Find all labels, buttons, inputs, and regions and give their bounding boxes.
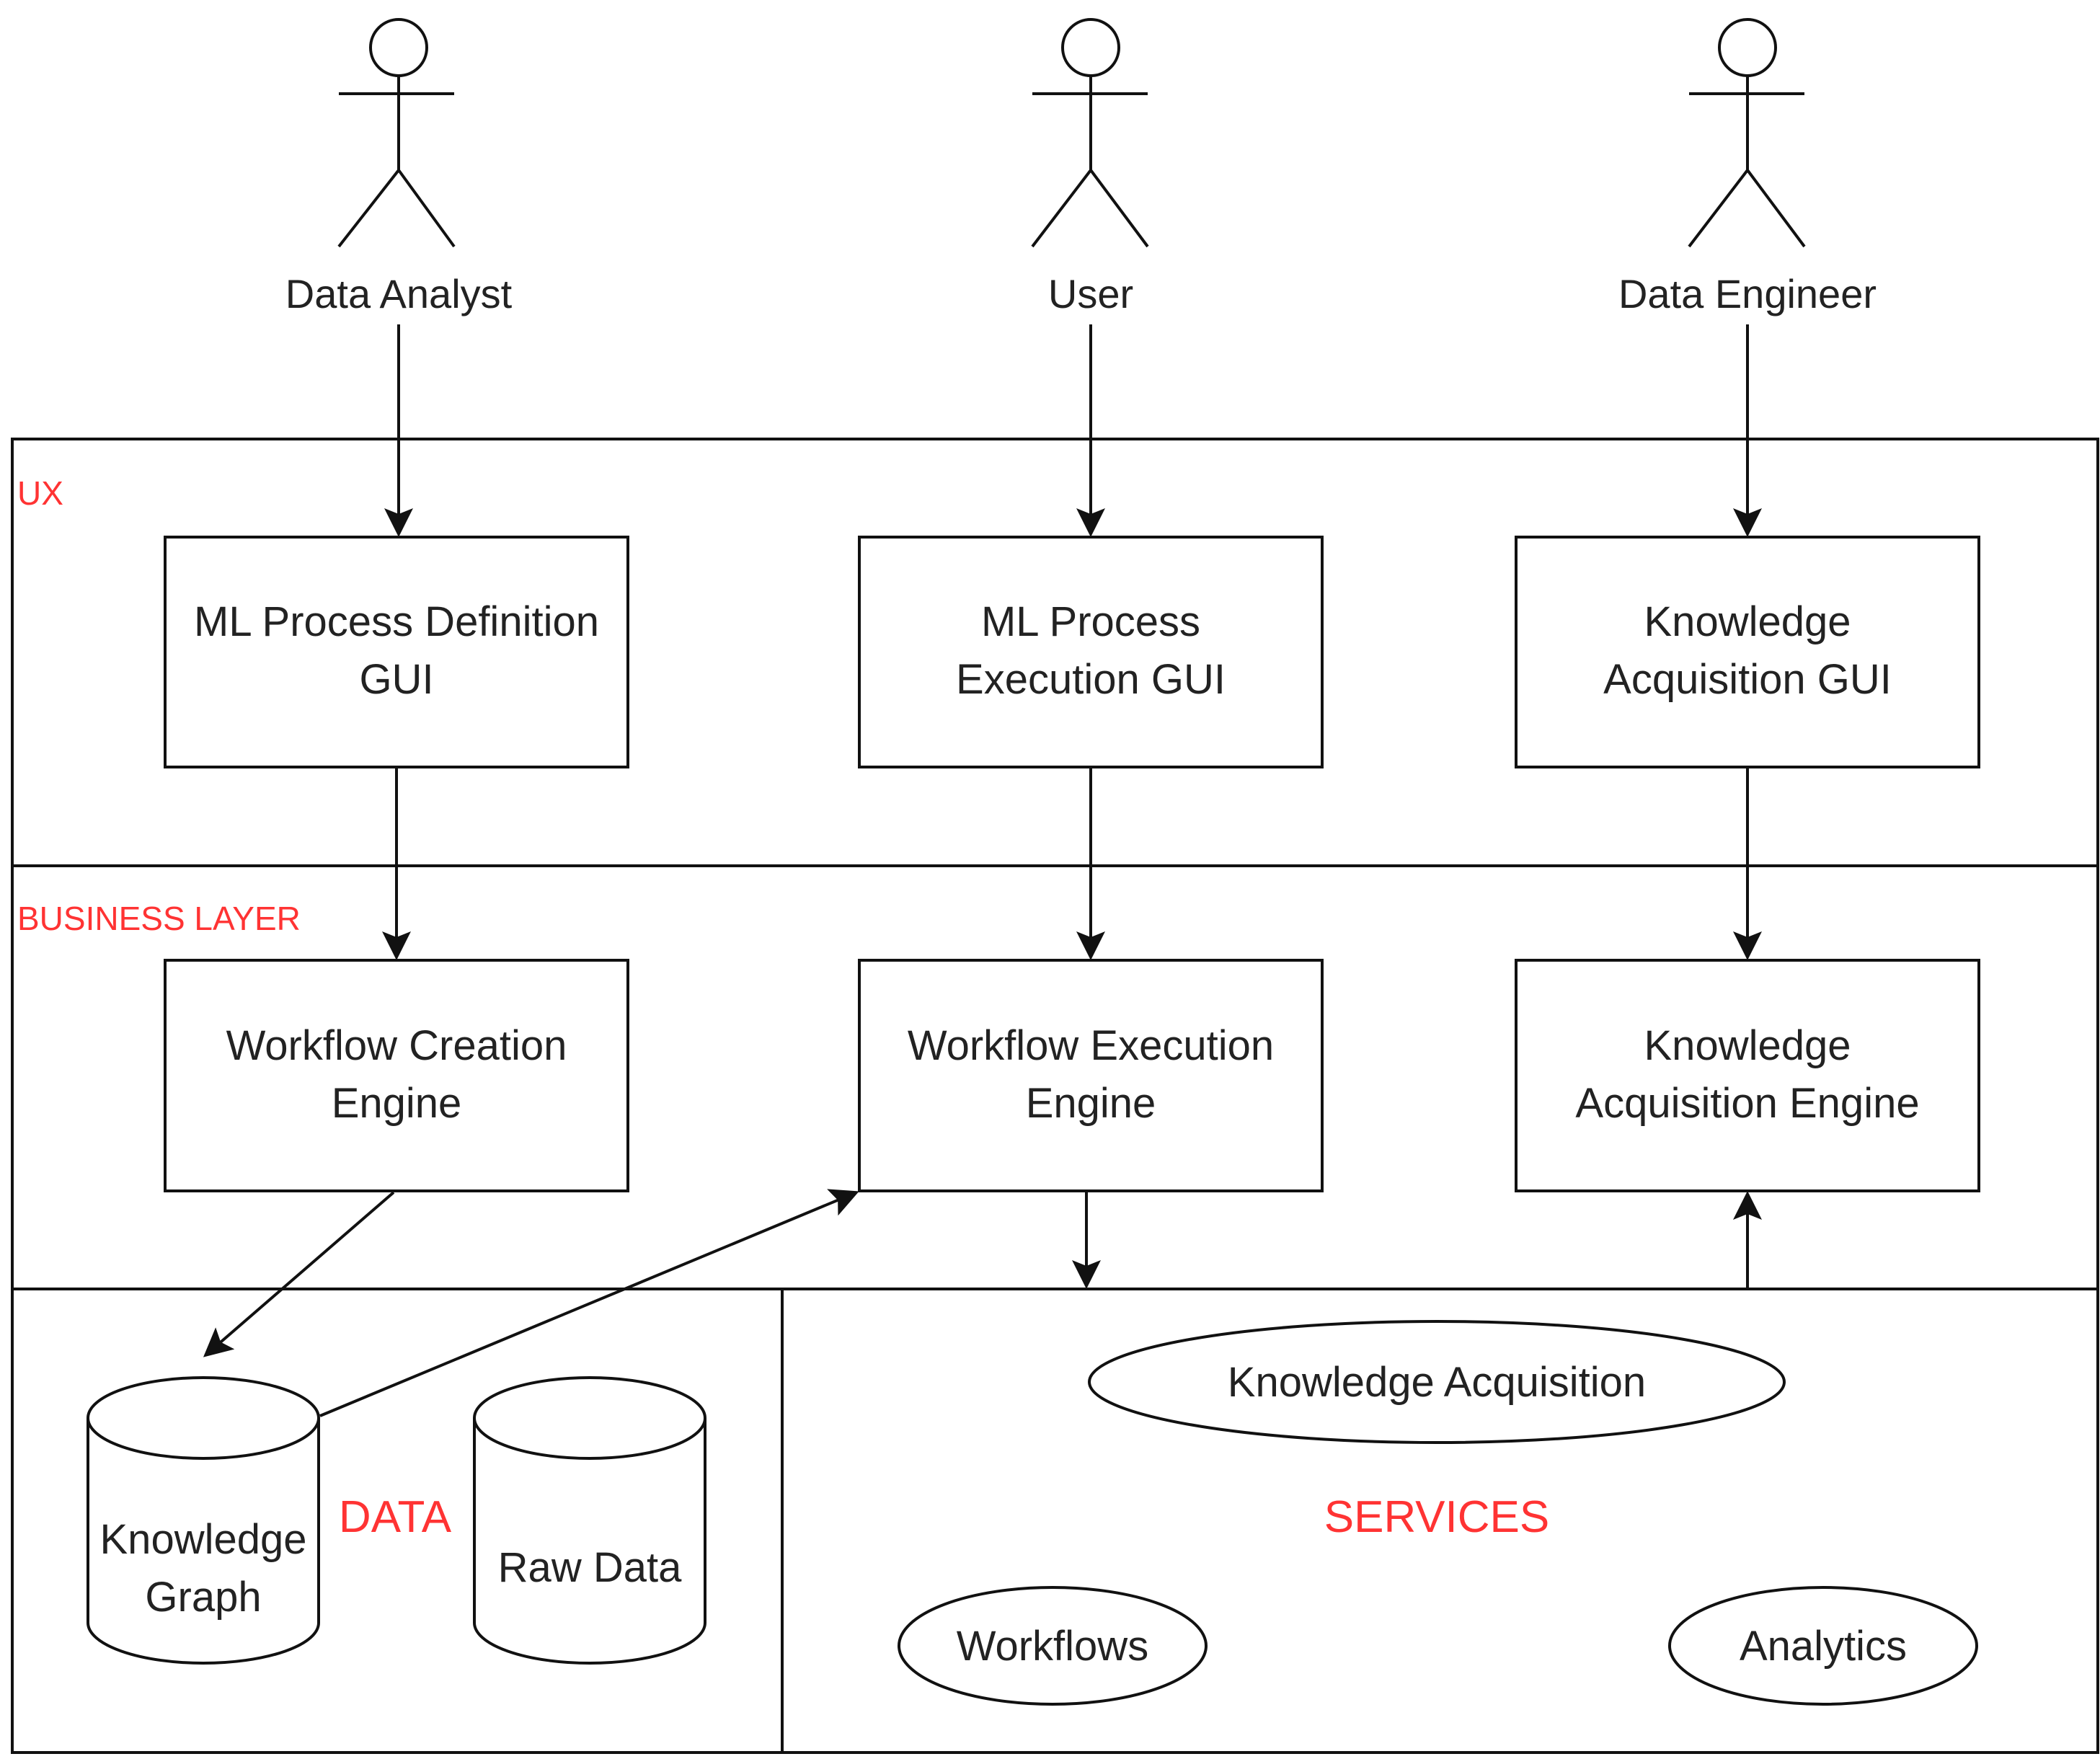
actor-data-analyst: Data Analyst [285,18,513,316]
actor-label-data-engineer: Data Engineer [1618,271,1877,316]
svg-text:Raw Data: Raw Data [498,1544,682,1591]
svg-text:Execution GUI: Execution GUI [956,656,1226,703]
data-layer-label: DATA [339,1492,452,1542]
svg-text:Graph: Graph [145,1574,261,1621]
ux-layer-label: UX [17,474,63,512]
actor-user: User [1031,18,1149,316]
svg-text:GUI: GUI [359,656,433,703]
svg-text:Workflows: Workflows [957,1623,1148,1670]
actor-head-icon [1061,18,1120,77]
svg-text:Workflow Creation: Workflow Creation [226,1022,567,1069]
actor-label-data-analyst: Data Analyst [285,271,513,316]
svg-text:Analytics: Analytics [1740,1623,1907,1670]
knowledge-acquisition-service: Knowledge Acquisition [1088,1320,1786,1444]
actor-head-icon [369,18,428,77]
knowledge-graph-cylinder: Knowledge Graph [87,1376,320,1665]
svg-text:Engine: Engine [1026,1080,1156,1127]
svg-text:Engine: Engine [332,1080,462,1127]
arrow-knowledge-graph-to-execution-engine [319,1189,859,1417]
workflow-execution-engine-box: Workflow Execution Engine [858,959,1324,1192]
workflows-service: Workflows [898,1586,1208,1706]
knowledge-acquisition-gui-box: Knowledge Acquisition GUI [1515,536,1980,768]
ml-process-definition-gui-box: ML Process Definition GUI [164,536,629,768]
svg-text:Knowledge: Knowledge [1644,1022,1851,1069]
svg-text:Acquisition Engine: Acquisition Engine [1575,1080,1919,1127]
svg-text:Knowledge: Knowledge [1644,598,1851,645]
svg-text:ML Process Definition: ML Process Definition [194,598,599,645]
actor-head-icon [1718,18,1777,77]
business-layer-label: BUSINESS LAYER [17,900,301,937]
svg-text:Knowledge: Knowledge [100,1516,307,1563]
actor-data-engineer: Data Engineer [1618,18,1877,316]
raw-data-cylinder: Raw Data [473,1376,706,1665]
svg-text:Workflow Execution: Workflow Execution [908,1022,1274,1069]
actor-label-user: User [1048,271,1133,316]
ml-process-execution-gui-box: ML Process Execution GUI [858,536,1324,768]
services-layer-frame [781,1288,2099,1754]
connectors [203,324,1762,1417]
analytics-service: Analytics [1668,1586,1978,1706]
svg-text:Acquisition GUI: Acquisition GUI [1603,656,1892,703]
services-layer-label: SERVICES [1324,1492,1549,1542]
svg-text:Knowledge Acquisition: Knowledge Acquisition [1228,1359,1646,1406]
knowledge-acquisition-engine-box: Knowledge Acquisition Engine [1515,959,1980,1192]
workflow-creation-engine-box: Workflow Creation Engine [164,959,629,1192]
arrow-creation-engine-to-knowledge-graph [203,1191,395,1357]
svg-text:ML Process: ML Process [981,598,1200,645]
